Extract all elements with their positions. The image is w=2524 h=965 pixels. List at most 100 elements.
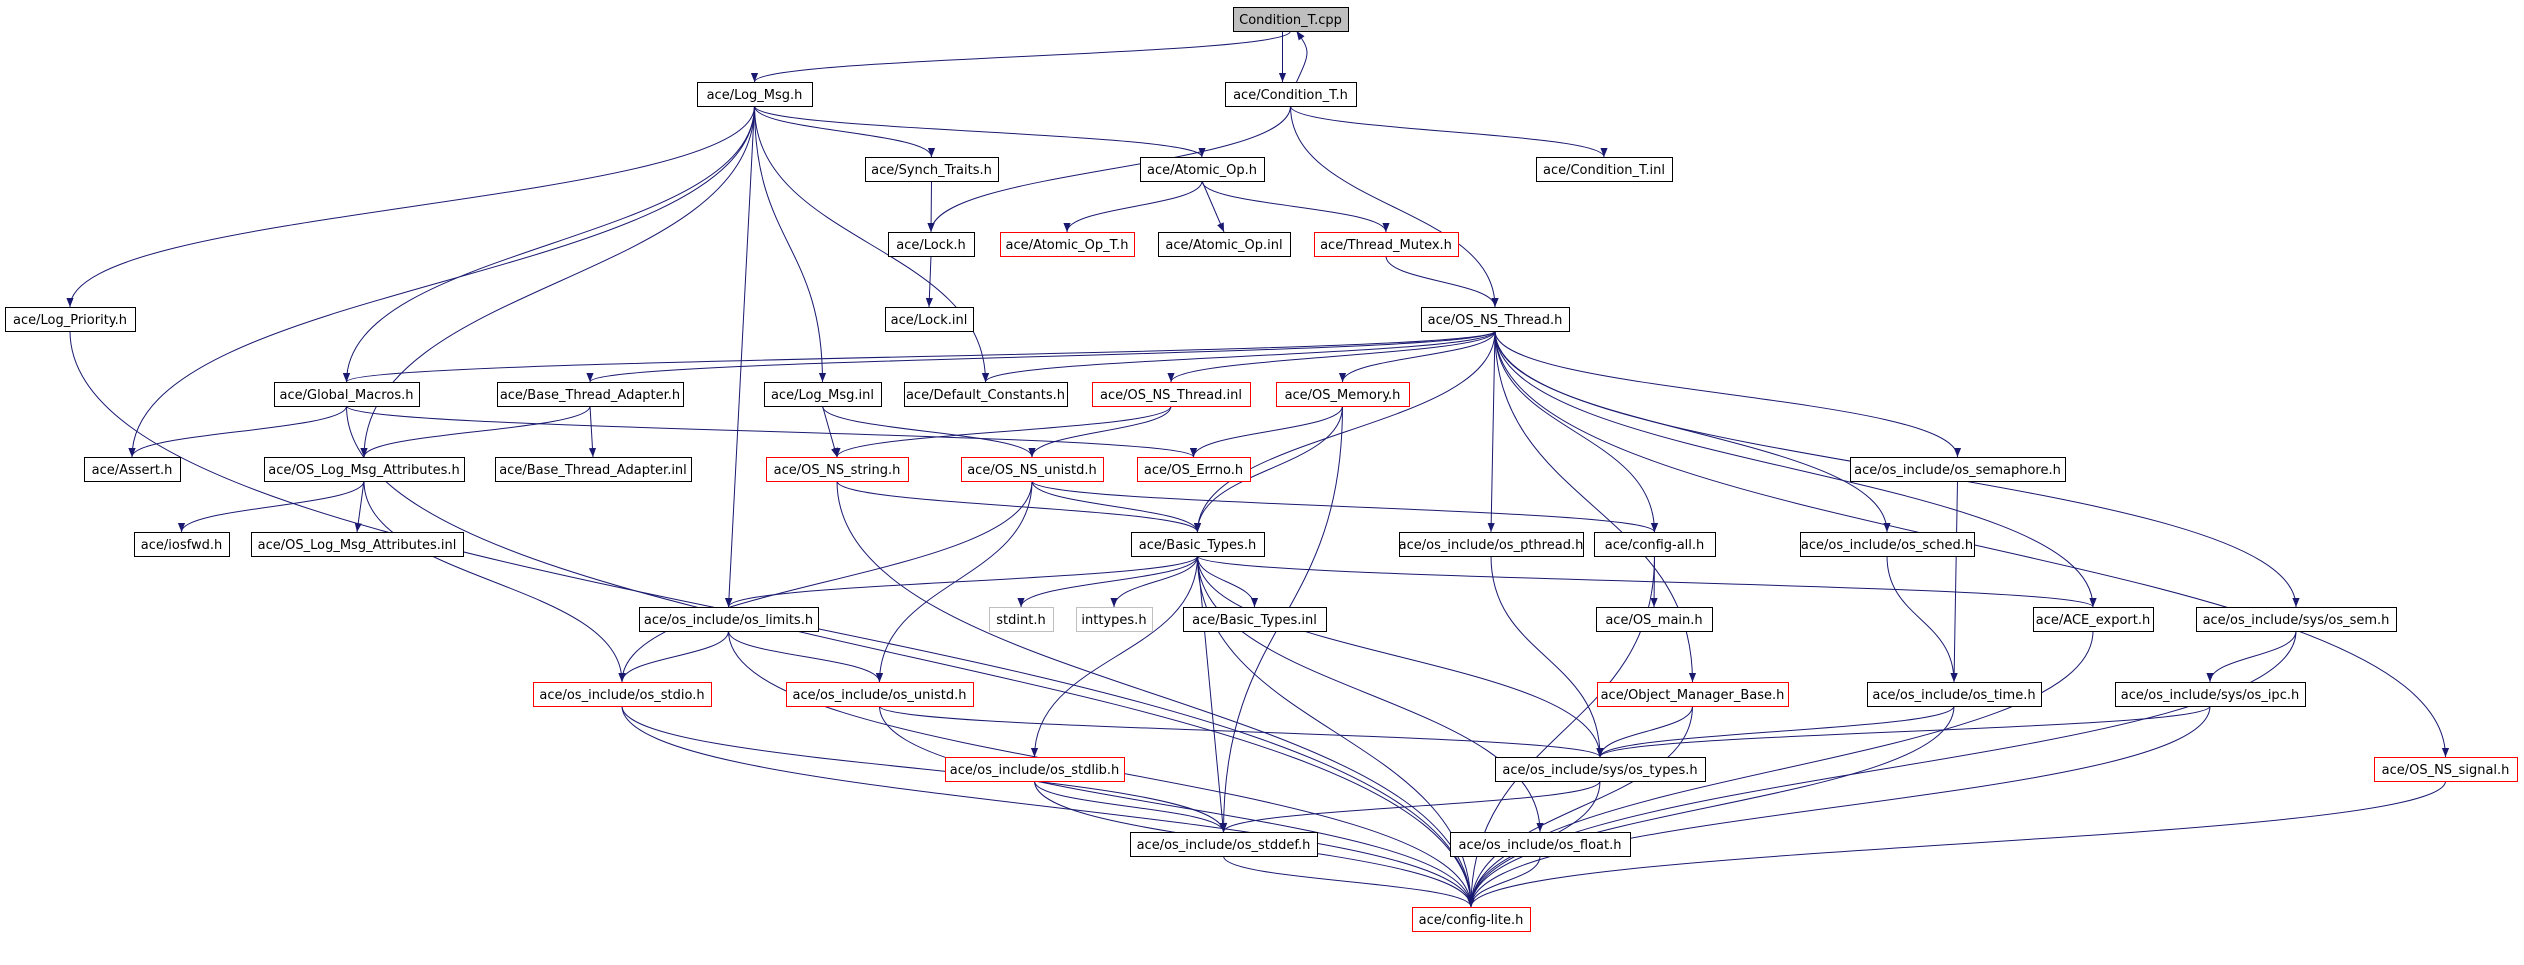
- node-synch-traits-h[interactable]: ace/Synch_Traits.h: [865, 157, 999, 182]
- node-box: [1158, 232, 1291, 257]
- edge-basic_types_h-to-stdint_h: [1017, 555, 1198, 608]
- node-label: ace/os_include/os_stdlib.h: [950, 763, 1119, 778]
- node-os-limits-h[interactable]: ace/os_include/os_limits.h: [639, 607, 819, 632]
- node-box: [989, 607, 1054, 632]
- node-label: ace/Object_Manager_Base.h: [1601, 688, 1785, 703]
- node-object-manager-base-h[interactable]: ace/Object_Manager_Base.h: [1597, 682, 1789, 707]
- node-box: [84, 457, 181, 482]
- node-os-stddef-h[interactable]: ace/os_include/os_stddef.h: [1130, 832, 1318, 857]
- edge-log_msg_h-to-log_msg_inl: [754, 105, 827, 383]
- node-basic-types-h[interactable]: ace/Basic_Types.h: [1131, 532, 1265, 557]
- node-os-log-msg-attributes-h[interactable]: ace/OS_Log_Msg_Attributes.h: [264, 457, 465, 482]
- node-sys-os-sem-h[interactable]: ace/os_include/sys/os_sem.h: [2196, 607, 2397, 632]
- node-box: [639, 607, 819, 632]
- node-os-pthread-h[interactable]: ace/os_include/os_pthread.h: [1399, 532, 1584, 557]
- node-default-constants-h[interactable]: ace/Default_Constants.h: [904, 382, 1068, 407]
- node-sys-os-ipc-h[interactable]: ace/os_include/sys/os_ipc.h: [2115, 682, 2306, 707]
- edge-base_thread_adapter_h-to-os_log_msg_attributes_h: [360, 405, 591, 458]
- node-label: ace/config-all.h: [1605, 538, 1705, 553]
- node-os-time-h[interactable]: ace/os_include/os_time.h: [1867, 682, 2042, 707]
- edge-os_ns_thread_h-to-os_sched_h: [1494, 330, 1891, 533]
- node-log-msg-inl[interactable]: ace/Log_Msg.inl: [764, 382, 882, 407]
- node-label: ace/config-lite.h: [1419, 913, 1524, 928]
- node-box: [1421, 307, 1570, 332]
- node-os-ns-thread-inl[interactable]: ace/OS_NS_Thread.inl: [1092, 382, 1251, 407]
- node-box: [1867, 682, 2042, 707]
- edge-os_pthread_h-to-sys_os_types_h: [1490, 555, 1604, 758]
- node-base-thread-adapter-inl[interactable]: ace/Base_Thread_Adapter.inl: [495, 457, 692, 482]
- node-sys-os-types-h[interactable]: ace/os_include/sys/os_types.h: [1495, 757, 1706, 782]
- node-box: [961, 457, 1104, 482]
- node-stdint-h[interactable]: stdint.h: [989, 607, 1054, 632]
- node-box: [1225, 82, 1357, 107]
- edge-os_ns_thread_h-to-os_pthread_h: [1487, 330, 1496, 533]
- node-os-ns-signal-h[interactable]: ace/OS_NS_signal.h: [2374, 757, 2518, 782]
- node-box: [766, 457, 909, 482]
- node-box: [1076, 607, 1153, 632]
- node-atomic-op-t-h[interactable]: ace/Atomic_Op_T.h: [1000, 232, 1135, 257]
- node-box: [1597, 682, 1789, 707]
- node-thread-mutex-h[interactable]: ace/Thread_Mutex.h: [1314, 232, 1459, 257]
- node-os-unistd-h[interactable]: ace/os_include/os_unistd.h: [786, 682, 974, 707]
- edge-log_msg_inl-to-os_ns_unistd_h: [822, 405, 1036, 458]
- node-label: ace/os_include/os_sched.h: [1801, 538, 1973, 553]
- node-os-semaphore-h[interactable]: ace/os_include/os_semaphore.h: [1850, 457, 2066, 482]
- node-box: [1130, 832, 1318, 857]
- node-label: ace/OS_NS_string.h: [774, 463, 901, 478]
- node-log-priority-h[interactable]: ace/Log_Priority.h: [5, 307, 136, 332]
- node-box: [1233, 7, 1349, 32]
- node-box: [786, 682, 974, 707]
- node-base-thread-adapter-h[interactable]: ace/Base_Thread_Adapter.h: [497, 382, 684, 407]
- node-os-ns-string-h[interactable]: ace/OS_NS_string.h: [766, 457, 909, 482]
- node-log-msg-h[interactable]: ace/Log_Msg.h: [697, 82, 813, 107]
- node-global-macros-h[interactable]: ace/Global_Macros.h: [274, 382, 420, 407]
- node-label: ace/iosfwd.h: [141, 538, 222, 553]
- edge-os_ns_string_h-to-basic_types_h: [836, 480, 1201, 533]
- node-label: ace/Base_Thread_Adapter.inl: [499, 463, 687, 478]
- node-iosfwd-h[interactable]: ace/iosfwd.h: [134, 532, 230, 557]
- node-atomic-op-inl[interactable]: ace/Atomic_Op.inl: [1158, 232, 1291, 257]
- node-os-ns-thread-h[interactable]: ace/OS_NS_Thread.h: [1421, 307, 1570, 332]
- node-inttypes-h[interactable]: inttypes.h: [1076, 607, 1153, 632]
- edge-os_ns_unistd_h-to-os_stdio_h: [618, 480, 1033, 683]
- node-label: ace/ACE_export.h: [2036, 613, 2150, 628]
- node-os-log-msg-attributes-inl[interactable]: ace/OS_Log_Msg_Attributes.inl: [251, 532, 464, 557]
- node-label: ace/Lock.inl: [891, 313, 968, 328]
- edge-object_manager_base_h-to-sys_os_types_h: [1596, 705, 1693, 758]
- node-box: [264, 457, 465, 482]
- node-os-ns-unistd-h[interactable]: ace/OS_NS_unistd.h: [961, 457, 1104, 482]
- edge-atomic_op_h-to-atomic_op_inl: [1201, 180, 1225, 233]
- node-box: [1399, 532, 1584, 557]
- edge-os_ns_thread_h-to-os_semaphore_h: [1494, 330, 1962, 458]
- node-atomic-op-h[interactable]: ace/Atomic_Op.h: [1140, 157, 1265, 182]
- node-ace-export-h[interactable]: ace/ACE_export.h: [2033, 607, 2154, 632]
- node-os-float-h[interactable]: ace/os_include/os_float.h: [1450, 832, 1631, 857]
- node-os-errno-h[interactable]: ace/OS_Errno.h: [1137, 457, 1251, 482]
- node-condition-t-cpp[interactable]: Condition_T.cpp: [1233, 7, 1349, 32]
- edge-basic_types_h-to-os_stdlib_h: [1030, 555, 1198, 758]
- node-os-stdlib-h[interactable]: ace/os_include/os_stdlib.h: [945, 757, 1125, 782]
- node-condition-t-inl[interactable]: ace/Condition_T.inl: [1536, 157, 1673, 182]
- node-label: ace/Assert.h: [92, 463, 173, 478]
- node-label: ace/Condition_T.inl: [1543, 163, 1665, 178]
- node-os-stdio-h[interactable]: ace/os_include/os_stdio.h: [533, 682, 712, 707]
- node-assert-h[interactable]: ace/Assert.h: [84, 457, 181, 482]
- node-condition-t-h[interactable]: ace/Condition_T.h: [1225, 82, 1357, 107]
- edge-os_ns_unistd_h-to-basic_types_h: [1031, 480, 1202, 533]
- node-box: [2196, 607, 2397, 632]
- node-box: [1536, 157, 1673, 182]
- node-config-all-h[interactable]: ace/config-all.h: [1594, 532, 1716, 557]
- node-os-memory-h[interactable]: ace/OS_Memory.h: [1276, 382, 1410, 407]
- node-os-sched-h[interactable]: ace/os_include/os_sched.h: [1800, 532, 1975, 557]
- node-box: [2033, 607, 2154, 632]
- edge-sys_os_ipc_h-to-sys_os_types_h: [1596, 705, 2211, 758]
- node-label: ace/os_include/sys/os_ipc.h: [2121, 688, 2299, 703]
- node-basic-types-inl[interactable]: ace/Basic_Types.inl: [1183, 607, 1327, 632]
- edge-log_msg_h-to-synch_traits_h: [754, 105, 936, 158]
- node-box: [1137, 457, 1251, 482]
- edge-log_msg_h-to-default_constants_h: [754, 105, 990, 383]
- node-config-lite-h[interactable]: ace/config-lite.h: [1412, 907, 1531, 932]
- node-lock-inl[interactable]: ace/Lock.inl: [885, 307, 974, 332]
- node-os-main-h[interactable]: ace/OS_main.h: [1596, 607, 1713, 632]
- node-lock-h[interactable]: ace/Lock.h: [888, 232, 975, 257]
